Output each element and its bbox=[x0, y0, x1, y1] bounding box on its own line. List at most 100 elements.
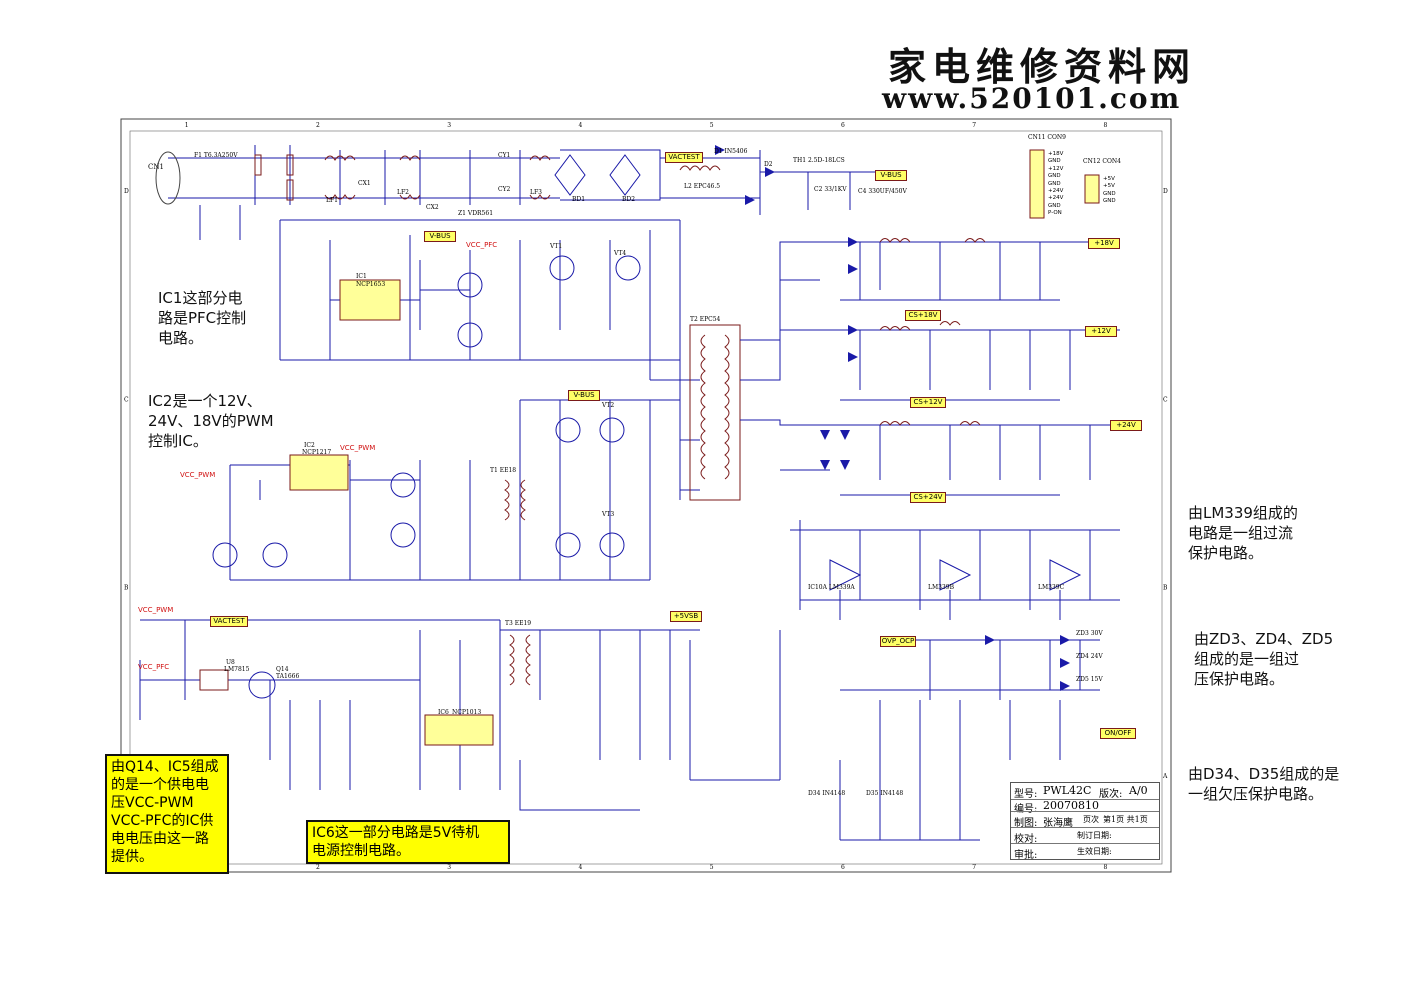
cn12-pin-3: GND bbox=[1103, 190, 1116, 197]
label-th1: TH1 2.5D-18LCS bbox=[793, 157, 845, 164]
title-block-row-number: 编号: 20070810 bbox=[1011, 799, 1159, 815]
schematic-inner-frame bbox=[129, 130, 1163, 865]
label-u8-name: LM7815 bbox=[224, 666, 250, 673]
label-f1: F1 T6.3A250V bbox=[194, 152, 238, 159]
label-d2: D2 bbox=[764, 161, 773, 168]
net-label-cs12: CS+12V bbox=[910, 397, 946, 408]
label-ic10a: IC10A LM339A bbox=[808, 584, 855, 591]
title-block-row-approve: 审批: 生效日期: bbox=[1011, 843, 1159, 861]
page-value: 第1页 共1页 bbox=[1103, 815, 1148, 824]
label-ic1: IC1 bbox=[356, 273, 367, 280]
lm339-opamps bbox=[829, 559, 1082, 591]
rail-vcc-pfc-2: VCC_PFC bbox=[138, 663, 170, 671]
ruler-col-8-top: 8 bbox=[1103, 122, 1107, 129]
transformer-t1 bbox=[504, 479, 526, 521]
label-cx1: CX1 bbox=[358, 180, 371, 187]
title-block-row-drawn: 制图: 张海鹰 页次 第1页 共1页 bbox=[1011, 811, 1159, 829]
secondary-inductors bbox=[879, 238, 986, 426]
net-label-vbus-pfc: V-BUS bbox=[424, 231, 456, 242]
net-label-ovp-ocp: OVP_OCP bbox=[880, 636, 916, 647]
ruler-row-C-right: C bbox=[1163, 396, 1168, 403]
note-zd-ovp: 由ZD3、ZD4、ZD5 组成的是一组过 压保护电路。 bbox=[1194, 630, 1334, 688]
version-value: A/0 bbox=[1129, 784, 1148, 797]
ruler-row-D-left: D bbox=[124, 188, 129, 195]
ruler-col-4-top: 4 bbox=[578, 122, 582, 129]
label-cx2: CX2 bbox=[426, 204, 439, 211]
note-q14-ic5: 由Q14、IC5组成 的是一个供电电 压VCC-PWM VCC-PFC的IC供 … bbox=[105, 754, 229, 874]
secondary-diodes bbox=[820, 237, 858, 470]
label-ic1-name: NCP1653 bbox=[356, 281, 386, 288]
cn12-pin-1: +5V bbox=[1103, 176, 1115, 182]
pwm-transistors bbox=[212, 417, 625, 568]
label-vt2: VT2 bbox=[602, 402, 615, 409]
label-cn1: CN1 bbox=[148, 163, 164, 171]
label-l2: L2 EPC46.5 bbox=[684, 183, 721, 190]
label-ic10b: LM339B bbox=[928, 584, 954, 591]
cn11-pin-7: +24V bbox=[1048, 195, 1064, 202]
ruler-row-B-left: B bbox=[124, 585, 129, 592]
number-label: 编号: bbox=[1014, 804, 1038, 815]
label-t2: T2 EPC54 bbox=[690, 316, 721, 323]
cn11-pin-6: +24V bbox=[1048, 188, 1064, 195]
ruler-row-A-right: A bbox=[1162, 773, 1168, 780]
net-label-vactest-sb: VACTEST bbox=[210, 616, 248, 627]
pfc-transistors bbox=[457, 255, 641, 348]
mains-input-wires bbox=[168, 145, 900, 240]
transformer-t2 bbox=[689, 324, 741, 501]
label-q14-name: TA1666 bbox=[276, 673, 300, 680]
note-ic6-standby: IC6这一部分电路是5V待机 电源控制电路。 bbox=[306, 820, 510, 864]
label-cy1: CY1 bbox=[498, 152, 511, 159]
ruler-col-6-top: 6 bbox=[841, 122, 845, 129]
label-c2: C2 33/1KV bbox=[814, 186, 847, 193]
secondary-wires bbox=[740, 241, 1120, 496]
version-label: 版次: bbox=[1099, 789, 1123, 800]
net-label-on-off: ON/OFF bbox=[1100, 728, 1136, 739]
number-value: 20070810 bbox=[1043, 799, 1099, 812]
ic2-chip bbox=[289, 454, 349, 491]
note-ic2-pwm: IC2是一个12V、 24V、18V的PWM 控制IC。 bbox=[148, 392, 274, 450]
net-label-5vsb: +5VSB bbox=[670, 611, 702, 622]
net-label-vactest: VACTEST bbox=[665, 152, 703, 163]
ruler-col-8-bottom: 8 bbox=[1103, 864, 1107, 871]
ruler-col-7-bottom: 7 bbox=[972, 864, 976, 871]
label-lf3: LF3 bbox=[530, 189, 542, 196]
label-ic6-name: NCP1013 bbox=[452, 709, 482, 716]
net-label-vbus-out: V-BUS bbox=[875, 170, 907, 181]
drawn-label: 制图: bbox=[1014, 818, 1038, 829]
label-zd3: ZD3 30V bbox=[1076, 630, 1103, 637]
label-q14: Q14 bbox=[276, 666, 289, 673]
cn11-pin-8: GND bbox=[1048, 202, 1061, 209]
lm339-wires bbox=[790, 520, 1120, 620]
frame-ruler: 1122334455667788DDCCBBAA bbox=[123, 122, 1168, 871]
watermark-url: www.520101.com bbox=[882, 82, 1182, 115]
label-vt4: VT4 bbox=[614, 250, 627, 257]
label-d34: D34 IN4148 bbox=[808, 790, 846, 797]
net-label-cs18: CS+18V bbox=[905, 310, 941, 321]
ruler-col-3-bottom: 3 bbox=[447, 864, 451, 871]
label-ic6: IC6 bbox=[438, 709, 449, 716]
cn12-connector bbox=[1084, 174, 1100, 204]
label-vt1: VT1 bbox=[550, 243, 563, 250]
net-label-18v: +18V bbox=[1088, 238, 1120, 249]
label-bd2: BD2 bbox=[622, 196, 636, 203]
note-lm339-ocp: 由LM339组成的 电路是一组过流 保护电路。 bbox=[1188, 504, 1298, 562]
schematic-frame bbox=[120, 118, 1172, 873]
rail-vcc-pwm-2: VCC_PWM bbox=[180, 471, 216, 479]
approve-label: 审批: bbox=[1014, 850, 1038, 861]
ruler-col-5-bottom: 5 bbox=[710, 864, 714, 871]
label-d1: D1 IN5406 bbox=[714, 148, 748, 155]
label-u8: U8 bbox=[226, 659, 235, 666]
label-zd5: ZD5 15V bbox=[1076, 676, 1103, 683]
ruler-col-3-top: 3 bbox=[447, 122, 451, 129]
ruler-row-B-right: B bbox=[1163, 585, 1168, 592]
label-lf2: LF2 bbox=[397, 189, 409, 196]
cn11-pin-9: P-ON bbox=[1048, 210, 1062, 217]
ruler-col-2-top: 2 bbox=[316, 122, 320, 129]
cn11-pin-3: +12V bbox=[1048, 165, 1064, 172]
effective-label: 生效日期: bbox=[1077, 847, 1112, 856]
cn11-pin-2: GND bbox=[1048, 158, 1061, 165]
ovp-zeners bbox=[985, 635, 1070, 691]
label-d35: D35 IN4148 bbox=[866, 790, 904, 797]
cn12-pin-4: GND bbox=[1103, 198, 1116, 205]
transformer-t3 bbox=[509, 634, 531, 686]
